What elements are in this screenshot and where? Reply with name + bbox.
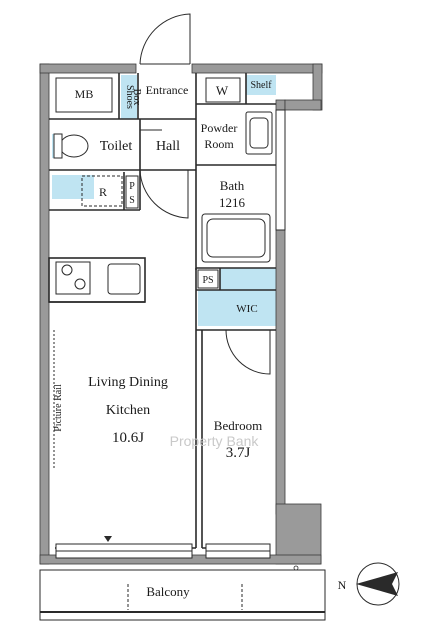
compass-label: N xyxy=(338,578,347,592)
label-room: Room xyxy=(204,137,234,151)
washer-pan xyxy=(205,77,241,103)
fixtures xyxy=(53,77,273,295)
label-shoes: Shoes xyxy=(124,85,135,109)
mb-box xyxy=(55,77,113,113)
wall-top-right xyxy=(191,63,323,74)
label-fridge: R xyxy=(99,185,107,199)
label-wic: WIC xyxy=(236,303,257,315)
label-ps-p: P xyxy=(129,181,135,192)
stove xyxy=(55,261,91,295)
watermark: Property Bank xyxy=(170,433,260,449)
right-window xyxy=(275,109,286,231)
label-shelf: Shelf xyxy=(250,80,272,91)
outer-walls xyxy=(39,63,323,565)
label-mb: MB xyxy=(75,87,94,101)
compass: N xyxy=(338,562,400,606)
ps-corridor-fill xyxy=(220,268,276,290)
label-picture-rail: Picture Rail xyxy=(53,384,64,432)
label-ldk-size: 10.6J xyxy=(112,430,144,446)
label-entrance: Entrance xyxy=(146,83,189,97)
label-powder: Powder xyxy=(201,121,238,135)
hall-storage-fill xyxy=(52,175,94,199)
storage-fills xyxy=(52,75,276,326)
label-balcony: Balcony xyxy=(146,584,190,599)
burner-2 xyxy=(74,278,86,290)
windows xyxy=(55,109,286,559)
label-bath-size: 1216 xyxy=(219,195,246,210)
label-bath: Bath xyxy=(220,178,245,193)
wic-door xyxy=(225,329,271,375)
ps-box-2 xyxy=(197,269,219,289)
label-ps: PS xyxy=(202,275,213,286)
room-labels: MB Shoes Box Entrance W Shelf Toilet Hal… xyxy=(53,80,272,599)
toilet-tank xyxy=(53,133,63,159)
wall-right-lower xyxy=(275,503,322,565)
entry-arrow xyxy=(104,536,112,542)
label-ps-s: S xyxy=(129,195,135,206)
compass-arrow xyxy=(356,572,398,596)
label-ldk-2: Kitchen xyxy=(106,403,150,418)
label-box: Box xyxy=(131,89,142,106)
label-ldk-1: Living Dining xyxy=(88,375,168,390)
wall-left xyxy=(39,63,50,565)
wall-top-left xyxy=(39,63,137,74)
wall-right-outer xyxy=(284,99,322,111)
shoes-box-fill xyxy=(121,75,137,119)
shelf-fill xyxy=(246,75,276,95)
kitchen-sink xyxy=(107,263,141,295)
balcony xyxy=(39,565,326,621)
bathtub-inner xyxy=(206,218,266,258)
hall-door xyxy=(139,169,189,219)
entrance-door xyxy=(139,13,191,65)
burner-1 xyxy=(61,264,73,276)
label-toilet: Toilet xyxy=(100,139,133,154)
toilet-bowl xyxy=(59,134,89,158)
label-bedroom-size: 3.7J xyxy=(226,445,251,461)
wic-fill xyxy=(198,290,276,326)
label-washer: W xyxy=(216,83,229,98)
doors xyxy=(139,13,271,375)
powder-sink-inner xyxy=(249,117,269,149)
label-hall: Hall xyxy=(156,139,180,154)
fridge xyxy=(81,175,123,207)
label-bedroom: Bedroom xyxy=(214,418,262,433)
ps-box xyxy=(125,175,139,209)
